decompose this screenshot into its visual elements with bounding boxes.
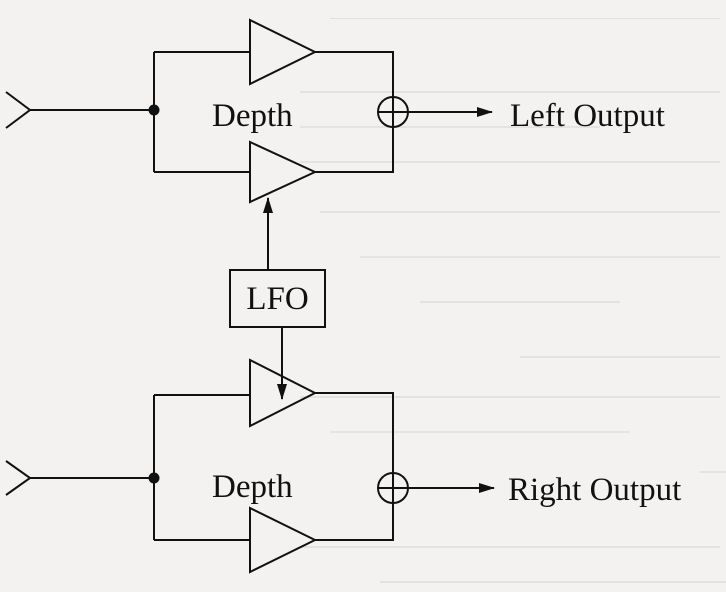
amplifier-triangle-bottom-right	[249, 506, 318, 574]
amplifier-triangle-bottom-left	[249, 140, 318, 204]
amp-to-sum-wire-upper-right	[315, 392, 394, 473]
lfo-label: LFO	[246, 281, 308, 317]
show-through-line	[300, 125, 600, 128]
amp-to-sum-wire-lower-left	[315, 127, 394, 173]
show-through-line	[520, 355, 720, 358]
show-through-line	[300, 160, 720, 163]
amp-to-sum-wire-upper-left	[315, 51, 394, 97]
input-chevron-right	[5, 460, 32, 496]
depth-label-top: Depth	[212, 98, 293, 134]
amplifier-triangle-top-right	[249, 358, 318, 428]
left-output-label: Left Output	[510, 98, 665, 134]
input-chevron-left	[5, 91, 32, 129]
amp-to-sum-wire-lower-right	[315, 503, 394, 541]
amplifier-triangle-top-left	[249, 18, 318, 86]
right-output-label: Right Output	[508, 472, 681, 508]
show-through-line	[320, 210, 720, 213]
show-through-line	[330, 430, 630, 433]
depth-label-bottom: Depth	[212, 469, 293, 505]
show-through-line	[380, 580, 726, 583]
show-through-line	[360, 255, 720, 258]
lfo-box	[229, 269, 326, 328]
show-through-line	[300, 90, 720, 93]
show-through-line	[700, 470, 726, 473]
show-through-line	[420, 300, 620, 303]
show-through-line	[330, 0, 720, 19]
show-through-line	[300, 545, 720, 548]
show-through-line	[300, 395, 720, 398]
